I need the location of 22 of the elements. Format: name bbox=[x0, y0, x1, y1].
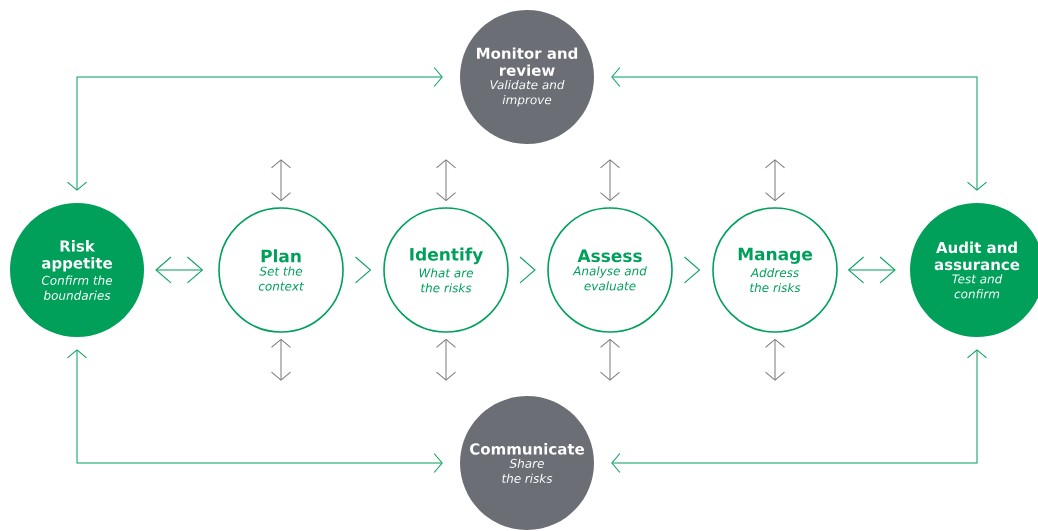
chevron-arrow bbox=[684, 256, 700, 284]
double-arrow bbox=[271, 159, 291, 202]
double-arrow bbox=[600, 338, 620, 381]
double-arrow bbox=[436, 159, 456, 202]
circle-node: Manage Address the risks bbox=[712, 207, 838, 333]
double-arrow bbox=[765, 159, 785, 202]
double-arrow bbox=[765, 338, 785, 381]
arrow bbox=[67, 67, 443, 191]
double-arrow bbox=[271, 338, 291, 381]
arrow bbox=[611, 67, 987, 191]
circle-node: Plan Set the context bbox=[218, 207, 344, 333]
chevron-arrow bbox=[519, 256, 536, 284]
circle-node: Monitor and review Validate and improve bbox=[460, 10, 594, 144]
circle-node: Communicate Share the risks bbox=[460, 396, 594, 530]
double-arrow bbox=[600, 159, 620, 202]
circle-node: Risk appetite Confirm the boundaries bbox=[10, 203, 144, 337]
double-arrow bbox=[436, 338, 456, 381]
circle-node: Assess Analyse and evaluate bbox=[547, 207, 673, 333]
circle-node: Identify What are the risks bbox=[383, 207, 509, 333]
chevron-arrow bbox=[355, 256, 371, 284]
arrow bbox=[67, 349, 443, 473]
arrow bbox=[611, 349, 987, 473]
